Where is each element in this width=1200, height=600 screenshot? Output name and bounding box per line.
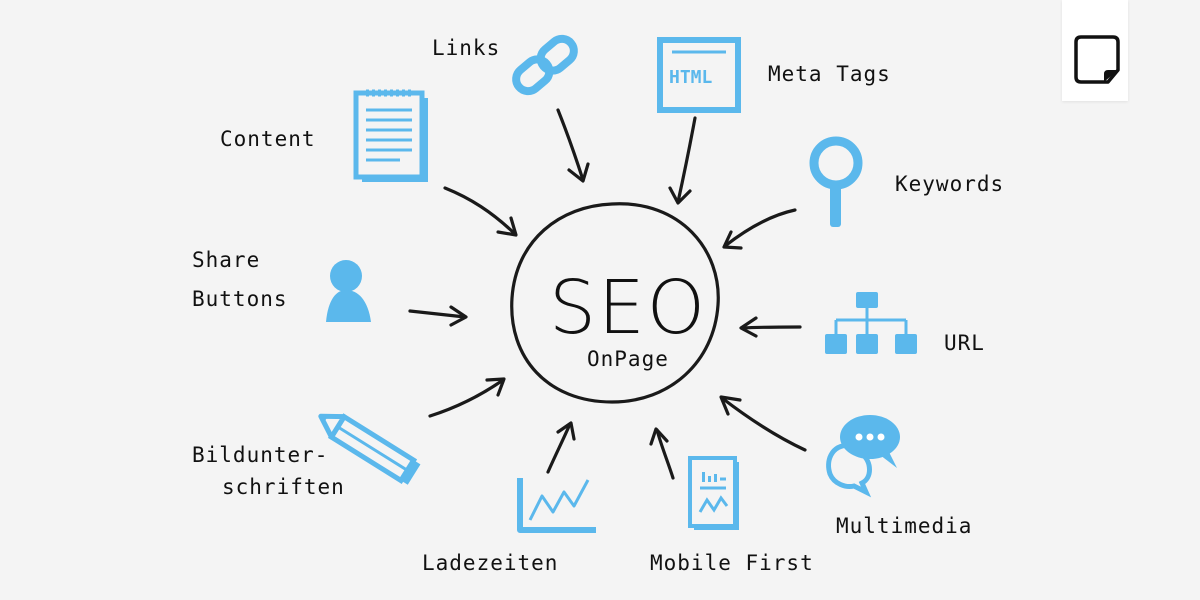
- label-multimedia: Multimedia: [836, 514, 972, 538]
- arrow-keywords: [722, 208, 797, 250]
- arrow-links: [556, 108, 590, 183]
- arrow-meta-tags: [668, 116, 697, 205]
- arrow-share-buttons: [408, 305, 468, 327]
- sticky-note-logo: [1062, 0, 1128, 101]
- label-share-line1: Share: [192, 248, 260, 272]
- html-page-icon: HTML: [657, 37, 741, 113]
- arrow-bildunterschriften: [428, 377, 506, 418]
- center-circle: [510, 202, 720, 404]
- arrow-url: [739, 316, 802, 338]
- sitemap-icon: [825, 292, 917, 354]
- label-bild-line2: schriften: [222, 475, 345, 499]
- label-content: Content: [220, 127, 316, 151]
- label-keywords: Keywords: [895, 172, 1004, 196]
- notepad-icon: [353, 89, 428, 182]
- arrow-multimedia: [719, 395, 807, 452]
- chat-bubbles-icon: [826, 415, 900, 498]
- mobile-report-icon: [688, 456, 739, 530]
- chain-link-icon: [512, 34, 578, 96]
- person-icon: [326, 260, 371, 322]
- label-share-line2: Buttons: [192, 287, 288, 311]
- arrow-content: [443, 186, 518, 237]
- center-title: SEO: [549, 265, 707, 351]
- arrow-ladezeiten: [546, 421, 576, 474]
- label-bild-line1: Bildunter-: [192, 443, 328, 467]
- magnifier-icon: [809, 136, 863, 227]
- sticky-note-logo-icon: [1074, 35, 1120, 84]
- center-subtitle: OnPage: [587, 347, 669, 371]
- label-mobile-first: Mobile First: [650, 551, 814, 575]
- svg-text:HTML: HTML: [669, 67, 713, 88]
- label-meta-tags: Meta Tags: [768, 62, 891, 86]
- label-ladezeiten: Ladezeiten: [422, 551, 558, 575]
- line-chart-icon: [517, 478, 596, 533]
- arrow-mobile-first: [649, 427, 675, 480]
- label-url: URL: [944, 331, 985, 355]
- label-links: Links: [432, 36, 500, 60]
- pencil-icon: [318, 413, 421, 485]
